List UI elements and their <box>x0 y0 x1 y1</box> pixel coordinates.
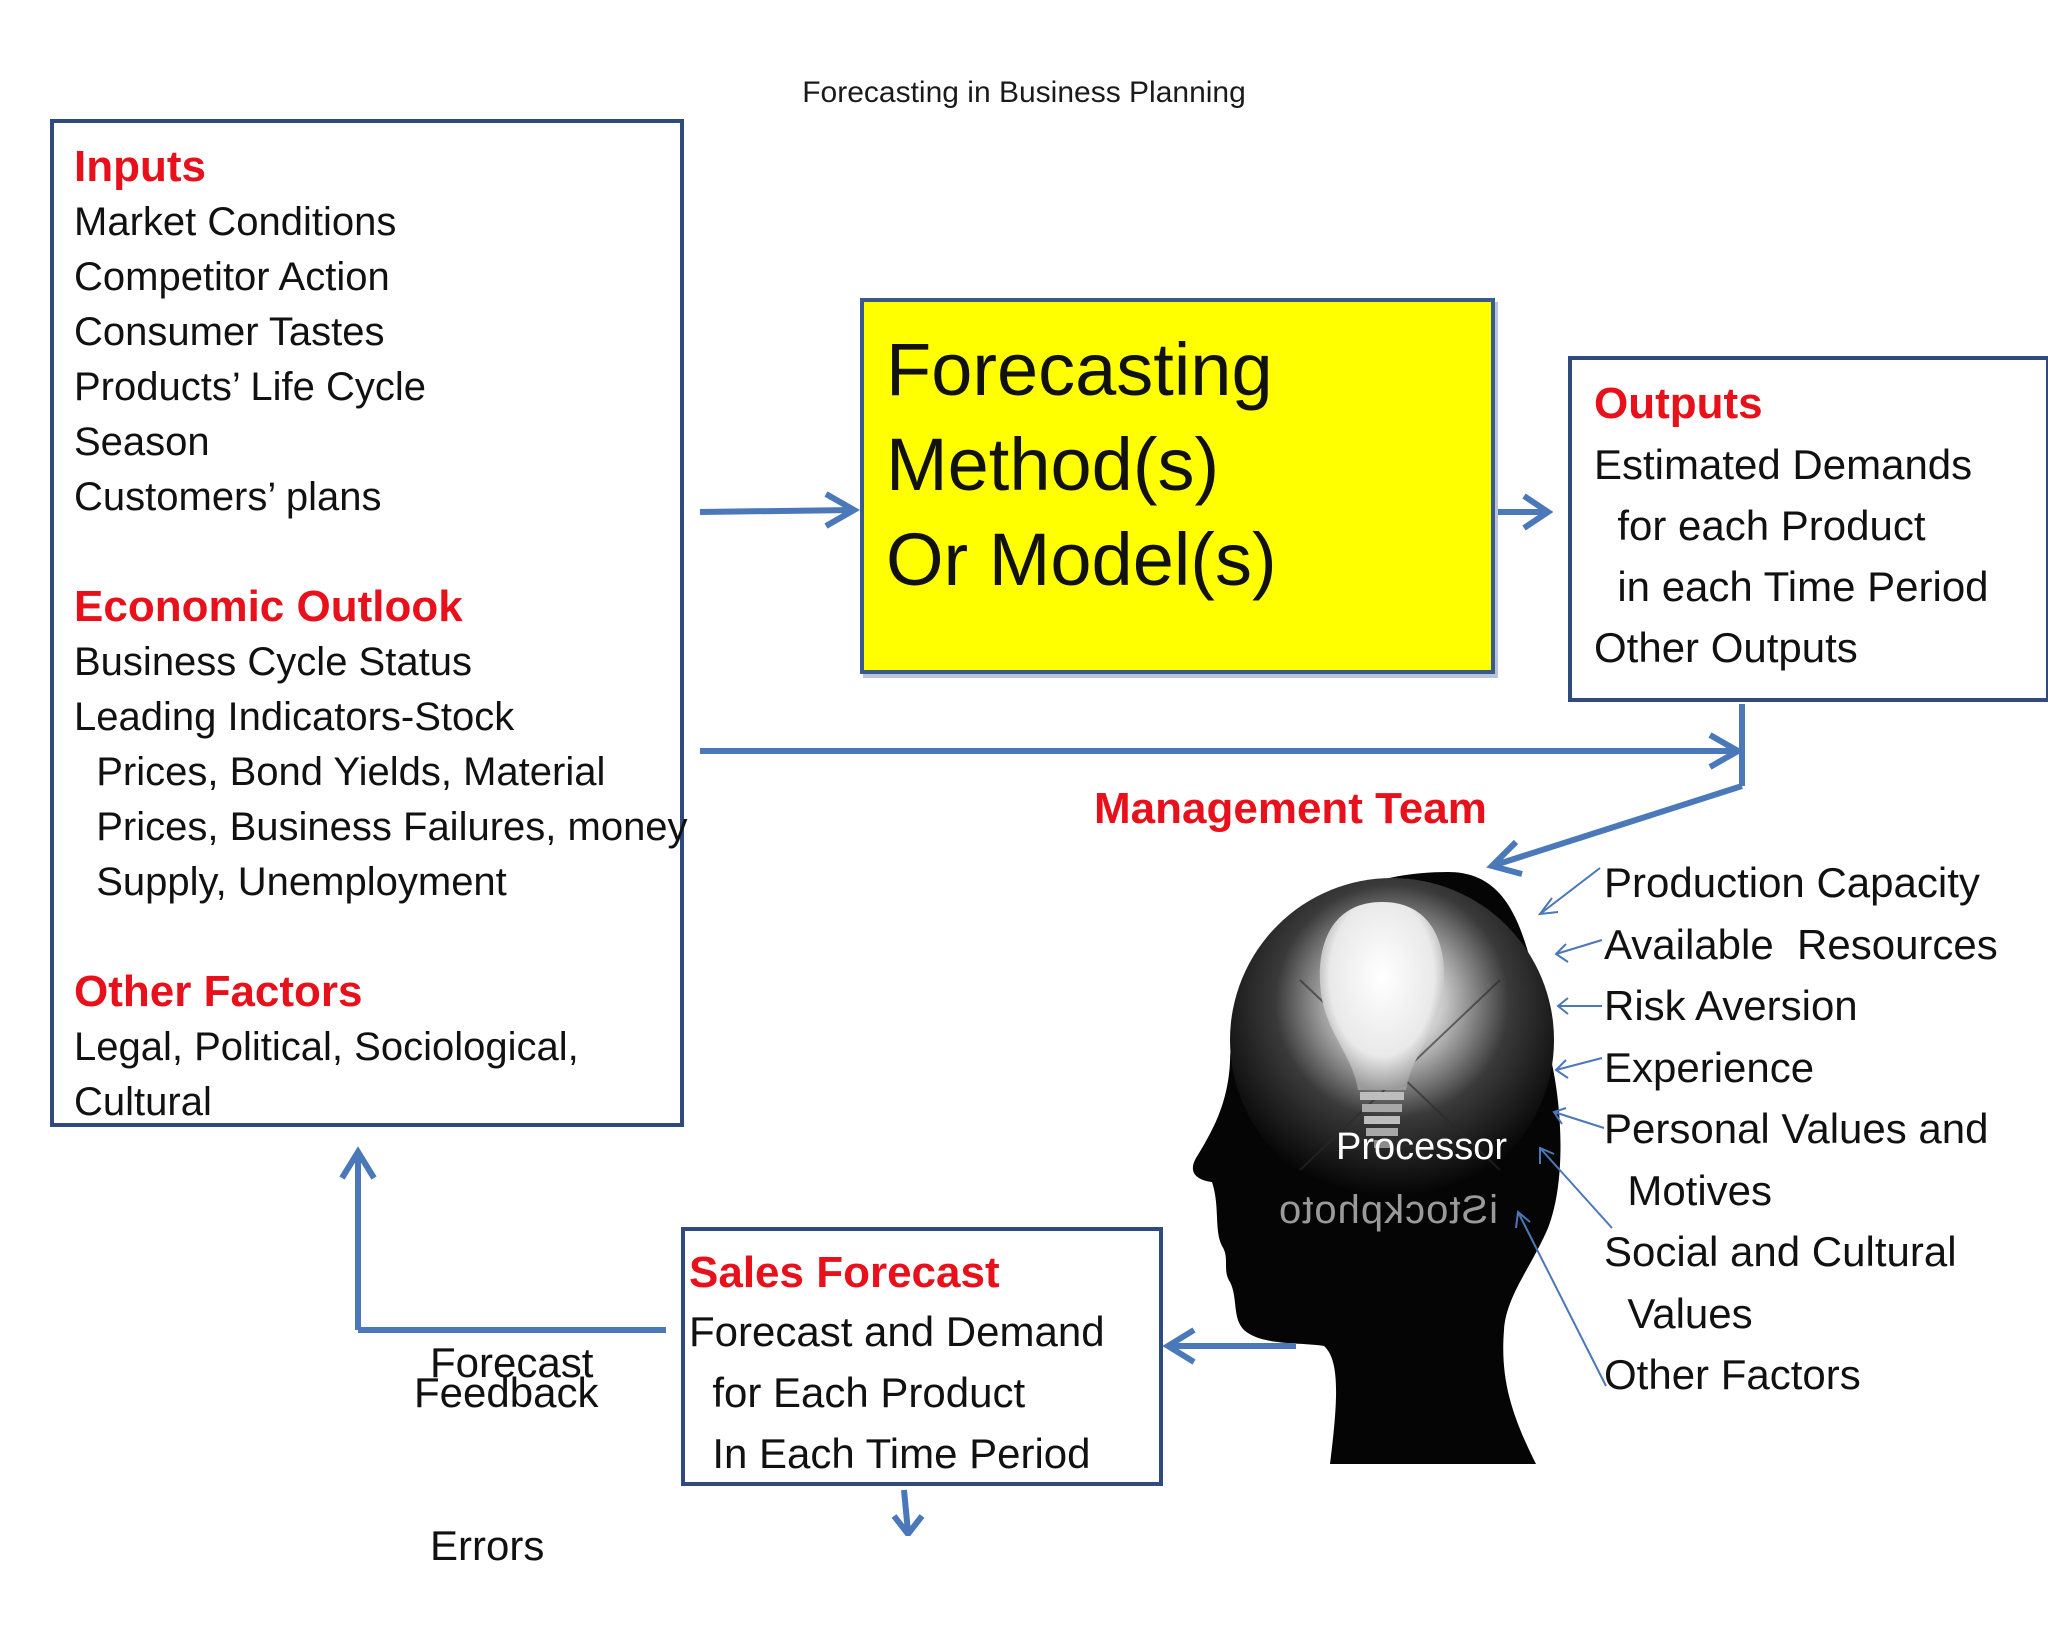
input-item: Market Conditions <box>74 200 397 244</box>
management-factors-list: Production Capacity Available Resources … <box>1604 852 1998 1406</box>
processor-label: Processor <box>1336 1126 1508 1168</box>
input-item: Season <box>74 420 210 464</box>
input-item: Consumer Tastes <box>74 310 385 354</box>
management-factor: Other Factors <box>1604 1351 1861 1398</box>
other-factor-item: Cultural <box>74 1080 212 1124</box>
arrow-inputs-to-outputs-bottom <box>700 732 1745 770</box>
management-factor: Motives <box>1604 1166 1773 1214</box>
forecast-errors-line-2: Errors <box>430 1522 545 1569</box>
forecast-errors-label: Forecast Errors <box>430 1210 593 1637</box>
sales-forecast-item: In Each Time Period <box>689 1430 1091 1477</box>
forecast-errors-line-1: Forecast <box>430 1339 594 1386</box>
management-factor: Production Capacity <box>1604 859 1980 906</box>
inputs-box: Inputs Market Conditions Competitor Acti… <box>50 119 688 1127</box>
economic-item: Supply, Unemployment <box>74 860 507 904</box>
management-factor: Risk Aversion <box>1604 982 1858 1029</box>
image-watermark: iStockphoto <box>1278 1188 1499 1232</box>
feedback-label: Feedback <box>414 1369 599 1416</box>
sales-forecast-box: Sales Forecast Forecast and Demand for E… <box>681 1227 1163 1486</box>
arrow-feedback-to-inputs <box>339 1146 666 1333</box>
management-factor: Social and Cultural <box>1604 1228 1957 1275</box>
economic-item: Prices, Business Failures, money <box>74 805 688 849</box>
sales-forecast-item: Forecast and Demand <box>689 1308 1105 1355</box>
diagram-connectors <box>339 491 1745 1536</box>
output-item: in each Time Period <box>1594 563 1989 610</box>
input-item: Competitor Action <box>74 255 390 299</box>
economic-item: Leading Indicators-Stock <box>74 695 515 739</box>
forecasting-line: Forecasting <box>886 328 1273 411</box>
input-item: Customers’ plans <box>74 475 382 519</box>
management-factor: Experience <box>1604 1043 1815 1091</box>
input-item: Products’ Life Cycle <box>74 365 426 409</box>
forecasting-line: Or Model(s) <box>886 518 1277 601</box>
arrow-sales-down <box>891 1489 925 1536</box>
arrow-outputs-to-management <box>1486 704 1745 877</box>
forecasting-line: Method(s) <box>886 423 1220 506</box>
sales-forecast-heading: Sales Forecast <box>689 1248 1000 1297</box>
economic-item: Business Cycle Status <box>74 640 472 684</box>
management-factor: Available Resources <box>1604 920 1998 968</box>
management-team-heading: Management Team <box>1094 784 1487 833</box>
management-factor: Personal Values and <box>1604 1105 1989 1152</box>
economic-outlook-heading: Economic Outlook <box>74 582 463 631</box>
output-item: for each Product <box>1594 502 1926 549</box>
other-factors-heading: Other Factors <box>74 967 363 1016</box>
inputs-heading: Inputs <box>74 142 206 191</box>
output-item: Estimated Demands <box>1594 441 1973 488</box>
arrow-management-to-sales <box>1162 1327 1296 1365</box>
other-factor-item: Legal, Political, Sociological, <box>74 1025 579 1069</box>
forecasting-method-box: Forecasting Method(s) Or Model(s) <box>860 298 1495 674</box>
management-factor: Values <box>1604 1289 1753 1337</box>
economic-item: Prices, Bond Yields, Material <box>74 750 606 794</box>
arrow-forecasting-to-outputs <box>1498 493 1554 531</box>
sales-forecast-item: for Each Product <box>689 1369 1026 1416</box>
factor-arrows <box>1515 867 1613 1387</box>
outputs-box: Outputs Estimated Demands for each Produ… <box>1568 356 2048 702</box>
outputs-heading: Outputs <box>1594 379 1763 428</box>
arrow-inputs-to-forecasting <box>699 491 861 529</box>
head-silhouette-icon <box>1192 872 1561 1464</box>
page-title: Forecasting in Business Planning <box>802 76 1246 109</box>
output-item: Other Outputs <box>1594 624 1858 671</box>
